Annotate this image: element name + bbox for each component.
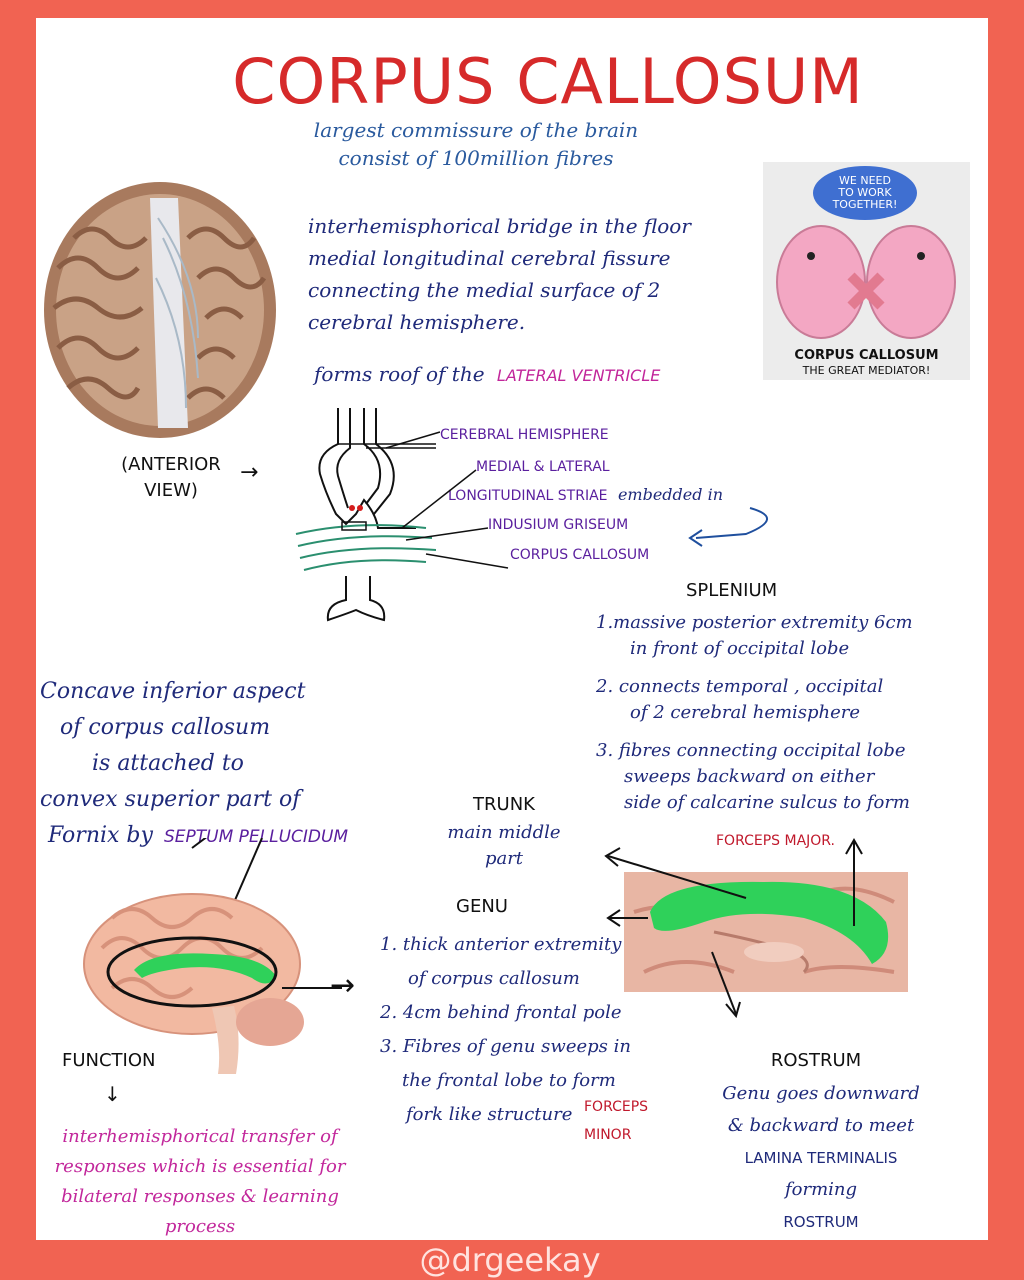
genu-p3-line-1: 3. Fibres of genu sweeps in	[380, 1036, 631, 1057]
splenium-p2-line-2: of 2 cerebral hemisphere	[630, 702, 861, 723]
splenium-p3-line-1: 3. fibres connecting occipital lobe	[596, 740, 906, 761]
intro-line-1: largest commissure of the brain	[313, 118, 639, 142]
label-striae-line-2: LONGITUDINAL STRIAE	[448, 488, 608, 504]
label-cerebral-hemisphere: CEREBRAL HEMISPHERE	[440, 427, 609, 443]
forceps-minor: FORCEPS MINOR	[584, 1098, 648, 1144]
arrow-right-icon: →	[240, 460, 259, 485]
genu-p1-line-2: of corpus callosum	[408, 968, 580, 989]
forceps-minor-line-1: FORCEPS	[584, 1099, 649, 1115]
definition-text: interhemisphorical bridge in the floor m…	[308, 210, 728, 338]
trunk-text: main middle part	[436, 820, 572, 872]
genu-p3-line-2: the frontal lobe to form	[402, 1070, 616, 1091]
forceps-minor-line-2: MINOR	[584, 1127, 632, 1143]
concave-line-5: Fornix by SEPTUM PELLUCIDUM	[40, 818, 370, 855]
splenium-p3-line-2: sweeps backward on either	[624, 766, 875, 787]
genu-p2: 2. 4cm behind frontal pole	[380, 1002, 622, 1023]
function-line-3: bilateral responses & learning	[61, 1186, 339, 1207]
cartoon-brains-illustration	[776, 225, 956, 339]
brain-sagittal-illustration	[83, 838, 342, 1074]
diagram-leader-lines	[385, 431, 768, 569]
function-heading: FUNCTION	[62, 1050, 156, 1071]
function-text: interhemisphorical transfer of responses…	[42, 1122, 358, 1242]
label-embedded: embedded in	[617, 485, 724, 504]
bubble-line-3: TOGETHER!	[832, 198, 898, 211]
label-striae-line-2-row: LONGITUDINAL STRIAE embedded in	[448, 486, 723, 505]
cross-section-diagram	[295, 408, 436, 622]
function-line-2: responses which is essential for	[54, 1156, 346, 1177]
splenium-p2-line-1: 2. connects temporal , occipital	[596, 676, 884, 697]
rostrum-text: Genu goes downward & backward to meet LA…	[696, 1078, 946, 1238]
concave-prefix: Fornix by	[48, 823, 153, 848]
roof-highlight: LATERAL VENTRICLE	[496, 366, 661, 385]
splenium-p1-line-2: in front of occipital lobe	[630, 638, 850, 659]
concave-line-3: is attached to	[92, 751, 244, 776]
rostrum-line-2: & backward to meet	[727, 1115, 915, 1136]
genu-text: 1. thick anterior extremity of corpus ca…	[380, 928, 680, 1132]
cartoon-caption-1: CORPUS CALLOSUM	[794, 348, 939, 363]
splenium-p1-line-1: 1.massive posterior extremity 6cm	[596, 612, 913, 633]
bubble-line-1: WE NEED	[839, 174, 891, 187]
speech-bubble: WE NEED TO WORK TOGETHER!	[813, 166, 917, 220]
down-arrow-icon: ↓	[104, 1082, 121, 1106]
sagittal-section-illustration	[624, 872, 908, 992]
trunk-line-1: main middle	[447, 822, 561, 843]
rostrum-line-4: forming	[784, 1179, 858, 1200]
trunk-line-2: part	[484, 848, 524, 869]
label-corpus: CORPUS CALLOSUM	[510, 547, 650, 563]
concave-text: Concave inferior aspect of corpus callos…	[40, 674, 370, 855]
concave-line-1: Concave inferior aspect	[40, 679, 306, 704]
anterior-view-label: (ANTERIOR VIEW)	[106, 452, 236, 504]
concave-line-4: convex superior part of	[40, 787, 301, 812]
rostrum-heading: ROSTRUM	[770, 1050, 862, 1071]
anterior-line-2: VIEW)	[144, 480, 198, 501]
watermark: @drgeekay	[419, 1241, 601, 1279]
definition-line-4: cerebral hemisphere.	[308, 310, 526, 334]
sagittal-arrows	[604, 837, 863, 1018]
function-line-4: process	[164, 1216, 236, 1237]
anterior-line-1: (ANTERIOR	[121, 454, 221, 475]
splenium-p3-line-3: side of calcarine sulcus to form	[624, 792, 911, 813]
intro-text: largest commissure of the brain consist …	[286, 116, 666, 172]
page-title: CORPUS CALLOSUM	[186, 40, 910, 124]
intro-line-2: consist of 100million fibres	[338, 146, 614, 170]
genu-p1-line-1: 1. thick anterior extremity	[380, 934, 622, 955]
poster-card: CORPUS CALLOSUM largest commissure of th…	[36, 18, 988, 1240]
definition-line-3: connecting the medial surface of 2	[308, 278, 661, 302]
definition-line-1: interhemisphorical bridge in the floor	[308, 214, 691, 238]
rostrum-line-3: LAMINA TERMINALIS	[744, 1149, 898, 1167]
cartoon-caption-2: THE GREAT MEDIATOR!	[802, 364, 931, 377]
roof-prefix: forms roof of the	[314, 362, 485, 386]
genu-heading: GENU	[456, 896, 508, 917]
rostrum-line-5: ROSTRUM	[783, 1213, 859, 1231]
septum-pellucidum: SEPTUM PELLUCIDUM	[163, 827, 349, 847]
function-line-1: interhemisphorical transfer of	[62, 1126, 338, 1147]
genu-p3-line-3: fork like structure	[406, 1104, 573, 1125]
splenium-heading: SPLENIUM	[686, 580, 778, 601]
trunk-heading: TRUNK	[473, 794, 535, 815]
roof-text: forms roof of the LATERAL VENTRICLE	[314, 360, 754, 390]
splenium-text: 1.massive posterior extremity 6cm in fro…	[596, 610, 976, 816]
arrow-right-small-icon: →	[330, 968, 356, 1003]
forceps-major: FORCEPS MAJOR.	[716, 833, 835, 849]
label-striae-line-1: MEDIAL & LATERAL	[476, 459, 610, 475]
brain-top-illustration	[44, 182, 276, 438]
label-indusium: INDUSIUM GRISEUM	[488, 517, 629, 533]
bubble-line-2: TO WORK	[838, 186, 892, 199]
concave-line-2: of corpus callosum	[60, 715, 271, 740]
cartoon-panel: WE NEED TO WORK TOGETHER! CORPUS CALLOSU…	[763, 162, 970, 380]
definition-line-2: medial longitudinal cerebral fissure	[308, 246, 671, 270]
rostrum-line-1: Genu goes downward	[722, 1083, 920, 1104]
